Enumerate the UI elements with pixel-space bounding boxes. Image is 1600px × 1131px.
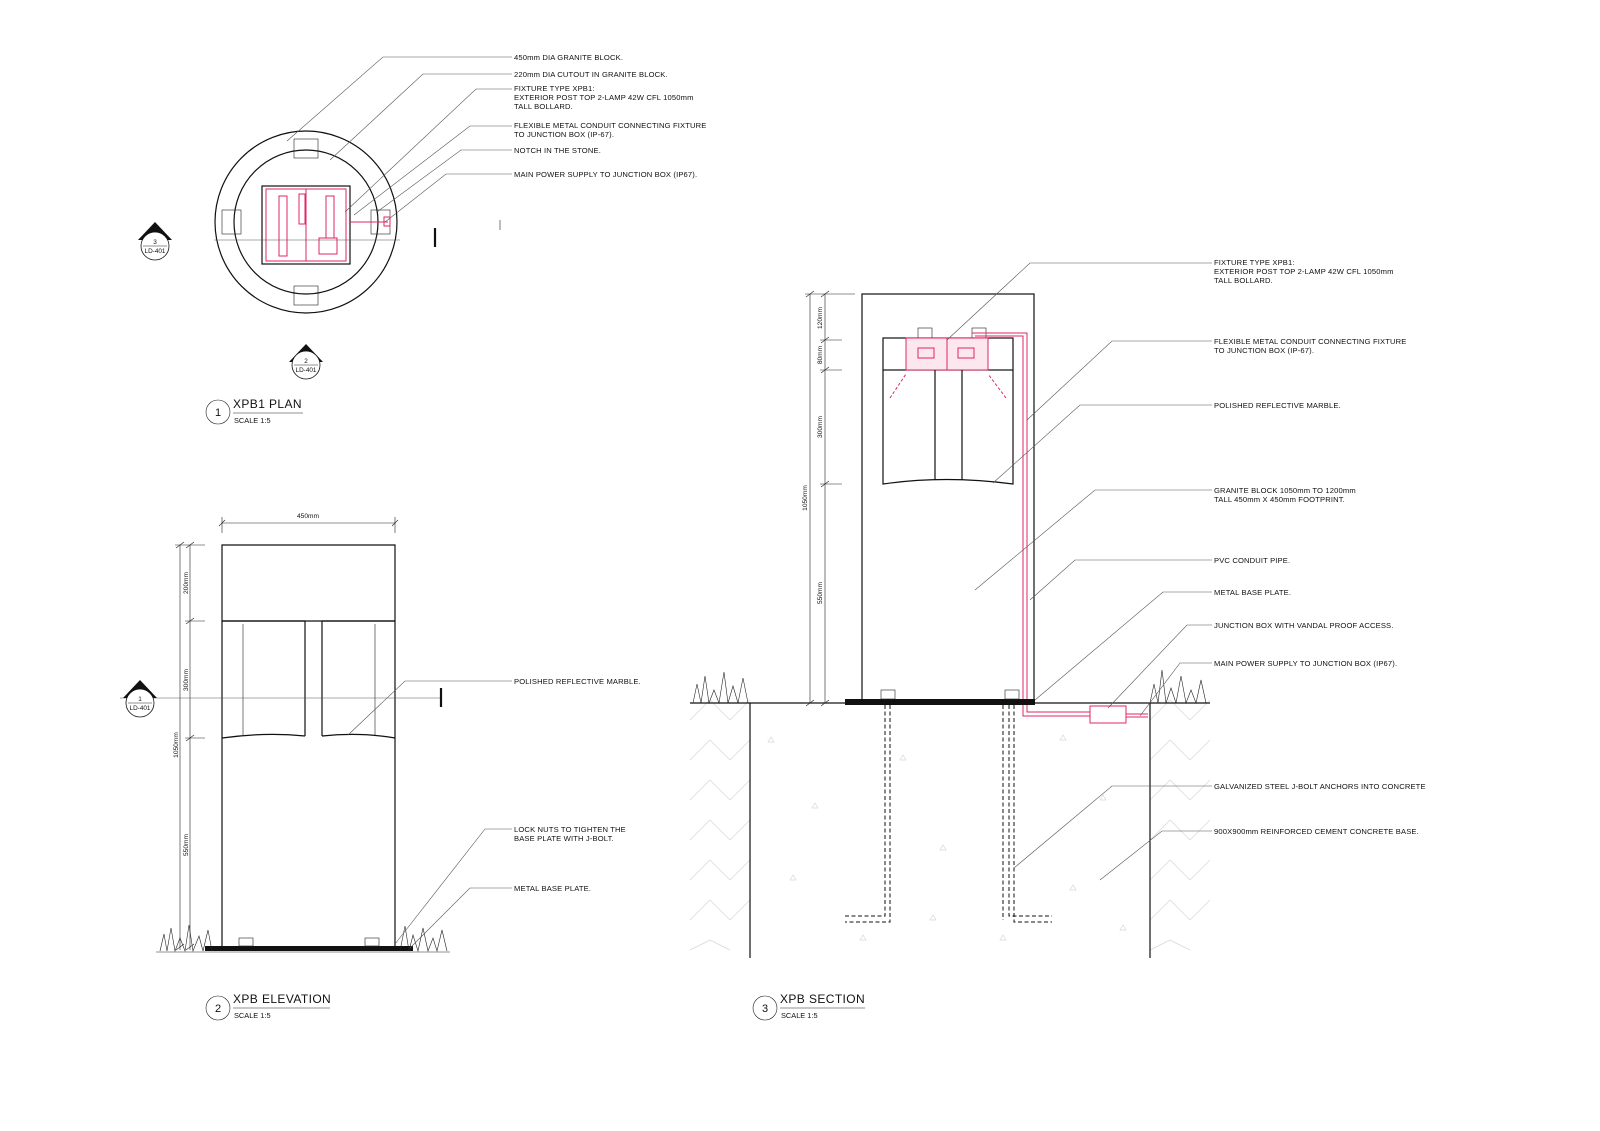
- callout-pvc-conduit: PVC CONDUIT PIPE.: [1214, 556, 1290, 565]
- svg-text:550mm: 550mm: [183, 834, 190, 856]
- callout-main-power: MAIN POWER SUPPLY TO JUNCTION BOX (IP67)…: [514, 170, 697, 179]
- svg-text:1050mm: 1050mm: [802, 485, 809, 511]
- callout-j-bolt: GALVANIZED STEEL J-BOLT ANCHORS INTO CON…: [1214, 782, 1426, 791]
- elevation-callout-list: POLISHED REFLECTIVE MARBLE. LOCK NUTS TO…: [514, 677, 641, 893]
- fixture-plan: [261, 185, 391, 265]
- svg-text:200mm: 200mm: [183, 572, 190, 594]
- plan-view: 450mm DIA GRANITE BLOCK. 220mm DIA CUTOU…: [138, 53, 709, 425]
- soil-hatch-right: [1149, 699, 1211, 951]
- soil-hatch-left: [689, 699, 751, 951]
- svg-text:1050mm: 1050mm: [173, 732, 180, 758]
- callout-notch: NOTCH IN THE STONE.: [514, 146, 601, 155]
- section-marker-1: 1 LD-401: [123, 680, 157, 718]
- plan-scale: SCALE 1:5: [234, 416, 271, 425]
- plan-title-block: 1 XPB1 PLAN SCALE 1:5: [205, 397, 303, 425]
- section-marker-3: 3 LD-401: [138, 222, 172, 261]
- svg-text:3: 3: [153, 239, 157, 246]
- svg-text:1: 1: [215, 407, 221, 419]
- svg-text:LD-401: LD-401: [296, 367, 317, 374]
- section-title-block: 3 XPB SECTION SCALE 1:5: [752, 992, 865, 1021]
- svg-text:120mm: 120mm: [817, 307, 824, 329]
- callout-junction-box: JUNCTION BOX WITH VANDAL PROOF ACCESS.: [1214, 621, 1394, 630]
- callout-section-flexible-conduit: FLEXIBLE METAL CONDUIT CONNECTING FIXTUR…: [1214, 337, 1409, 355]
- plan-title: XPB1 PLAN: [233, 397, 302, 411]
- svg-text:2: 2: [215, 1003, 221, 1015]
- callout-section-main-power: MAIN POWER SUPPLY TO JUNCTION BOX (IP67)…: [1214, 659, 1397, 668]
- svg-text:300mm: 300mm: [817, 416, 824, 438]
- section-title: XPB SECTION: [780, 992, 865, 1006]
- callout-section-fixture-type: FIXTURE TYPE XPB1: EXTERIOR POST TOP 2-L…: [1214, 258, 1396, 285]
- section-marker-2: 2 LD-401: [289, 344, 323, 380]
- elevation-title-block: 2 XPB ELEVATION SCALE 1:5: [205, 992, 331, 1021]
- callout-section-polished-marble: POLISHED REFLECTIVE MARBLE.: [1214, 401, 1341, 410]
- svg-text:2: 2: [304, 358, 308, 365]
- svg-text:80mm: 80mm: [817, 345, 824, 364]
- callout-metal-base-plate: METAL BASE PLATE.: [514, 884, 591, 893]
- conduit-run: [972, 332, 1148, 724]
- section-fixture: [882, 327, 1014, 485]
- svg-text:3: 3: [762, 1003, 768, 1015]
- callout-section-base-plate: METAL BASE PLATE.: [1214, 588, 1291, 597]
- callout-fixture-type: FIXTURE TYPE XPB1: EXTERIOR POST TOP 2-L…: [514, 84, 696, 111]
- plan-callout-list: 450mm DIA GRANITE BLOCK. 220mm DIA CUTOU…: [514, 53, 709, 179]
- callout-cutout: 220mm DIA CUTOUT IN GRANITE BLOCK.: [514, 70, 668, 79]
- j-bolt-left: [845, 705, 891, 923]
- callout-concrete-base: 900X900mm REINFORCED CEMENT CONCRETE BAS…: [1214, 827, 1419, 836]
- elevation-width-dim: 450mm: [297, 513, 319, 520]
- grass-section-right: [1149, 669, 1207, 705]
- callout-flexible-conduit: FLEXIBLE METAL CONDUIT CONNECTING FIXTUR…: [514, 121, 709, 139]
- grass-left: [159, 924, 213, 953]
- svg-text:1: 1: [138, 696, 142, 703]
- concrete-base: [749, 702, 1151, 958]
- svg-text:550mm: 550mm: [817, 582, 824, 604]
- callout-granite-block: 450mm DIA GRANITE BLOCK.: [514, 53, 623, 62]
- elevation-scale: SCALE 1:5: [234, 1011, 271, 1020]
- callout-polished-marble: POLISHED REFLECTIVE MARBLE.: [514, 677, 641, 686]
- elevation-title: XPB ELEVATION: [233, 992, 331, 1006]
- elevation-view: 450mm 200mm 300mm 550mm 1050mm: [120, 513, 641, 1021]
- callout-section-granite-block: GRANITE BLOCK 1050mm TO 1200mm TALL 450m…: [1214, 486, 1358, 504]
- j-bolt-right: [1002, 705, 1052, 923]
- grass-section-left: [692, 671, 749, 705]
- grass-right: [399, 925, 448, 953]
- elevation-block: [221, 544, 396, 951]
- svg-text:LD-401: LD-401: [130, 705, 151, 712]
- section-callout-list: FIXTURE TYPE XPB1: EXTERIOR POST TOP 2-L…: [1214, 258, 1426, 836]
- section-scale: SCALE 1:5: [781, 1011, 818, 1020]
- svg-text:LD-401: LD-401: [145, 248, 166, 255]
- section-view: 120mm 80mm 300mm 550mm 1050mm FIXTURE TY…: [689, 258, 1426, 1021]
- callout-lock-nuts: LOCK NUTS TO TIGHTEN THE BASE PLATE WITH…: [514, 825, 628, 843]
- svg-text:300mm: 300mm: [183, 669, 190, 691]
